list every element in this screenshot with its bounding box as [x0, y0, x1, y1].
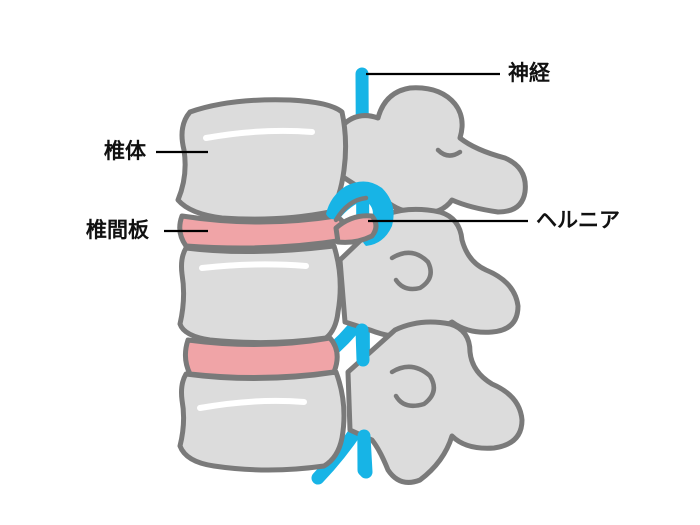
lower-process-notch — [389, 364, 437, 408]
nerve-trunk-front — [355, 323, 370, 367]
label-disc: 椎間板 — [86, 218, 149, 242]
hernia-bulge — [333, 213, 379, 245]
middle-vertebral-body — [177, 243, 343, 346]
label-hernia: ヘルニア — [536, 208, 620, 232]
lower-posterior-process — [345, 319, 525, 485]
upper-body-shine — [203, 127, 315, 141]
lower-intervertebral-disc — [182, 335, 340, 381]
lower-vertebral-body — [177, 369, 347, 473]
label-nerve: 神経 — [508, 61, 550, 85]
nerve-trunk-front-lower — [357, 429, 373, 479]
hernia-outline — [333, 195, 369, 223]
upper-process-groove — [435, 147, 463, 158]
middle-body-shine — [199, 261, 309, 271]
middle-process-notch — [389, 250, 433, 292]
upper-vertebral-body — [175, 97, 349, 222]
label-vertebral-body: 椎体 — [104, 139, 146, 163]
lower-body-shine — [197, 397, 307, 411]
